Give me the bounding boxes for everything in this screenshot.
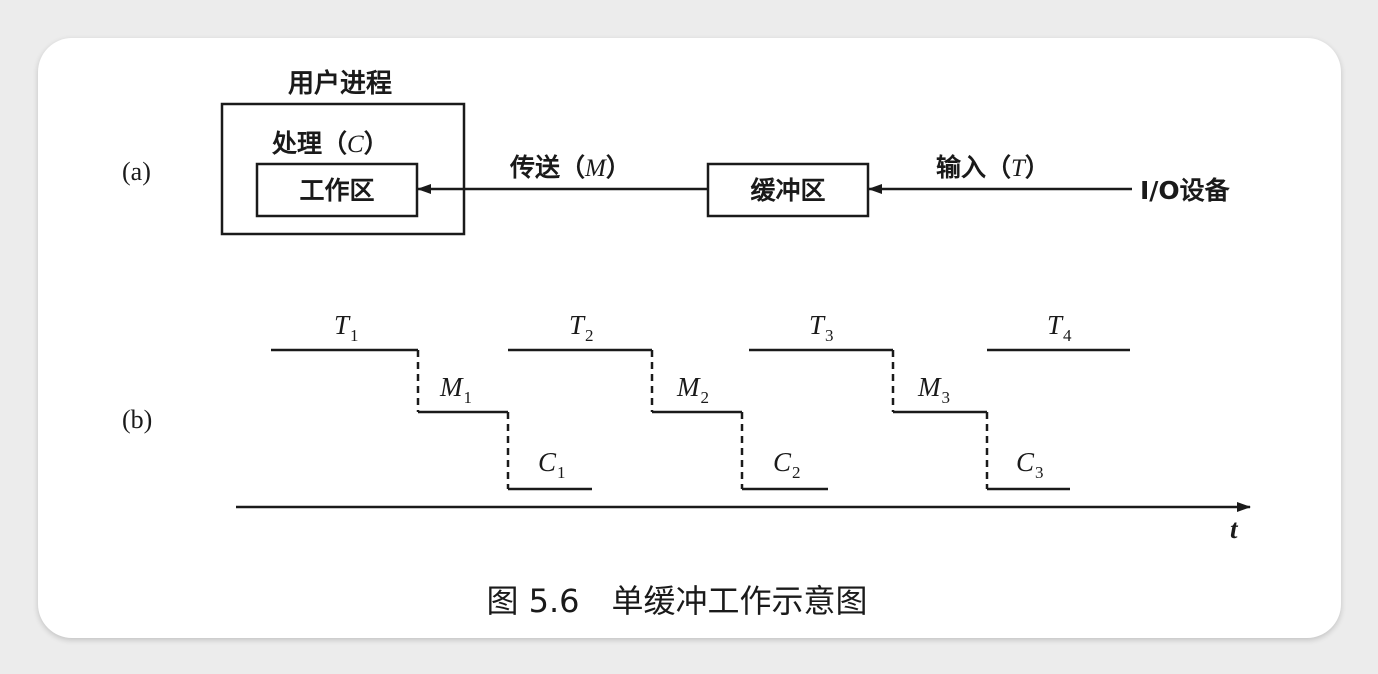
time-axis-label: t [1230, 514, 1239, 544]
m-label: M3 [917, 372, 950, 407]
figure-card [38, 38, 1341, 638]
c-label: C1 [538, 447, 566, 482]
part-a-label: (a) [122, 157, 151, 186]
user-process-box [220, 102, 466, 236]
process-label: 处理（C） [271, 129, 389, 158]
m-label: M2 [676, 372, 709, 407]
t-label: T4 [1047, 310, 1072, 345]
input-label: 输入（T） [936, 153, 1050, 182]
figure-caption: 图 5.6 单缓冲工作示意图 [486, 582, 867, 620]
part-b-label: (b) [122, 405, 152, 434]
t-label: T3 [809, 310, 834, 345]
t-label: T2 [569, 310, 594, 345]
c-label: C3 [1016, 447, 1044, 482]
io-device-label: I/O设备 [1140, 176, 1231, 205]
t-label: T1 [334, 310, 359, 345]
work-area-label: 工作区 [299, 176, 374, 205]
buffer-label: 缓冲区 [750, 176, 825, 205]
dashed-connectors [416, 350, 989, 489]
m-label: M1 [439, 372, 472, 407]
user-process-title: 用户进程 [288, 68, 392, 99]
transfer-label: 传送（M） [509, 153, 631, 182]
c-label: C2 [773, 447, 801, 482]
